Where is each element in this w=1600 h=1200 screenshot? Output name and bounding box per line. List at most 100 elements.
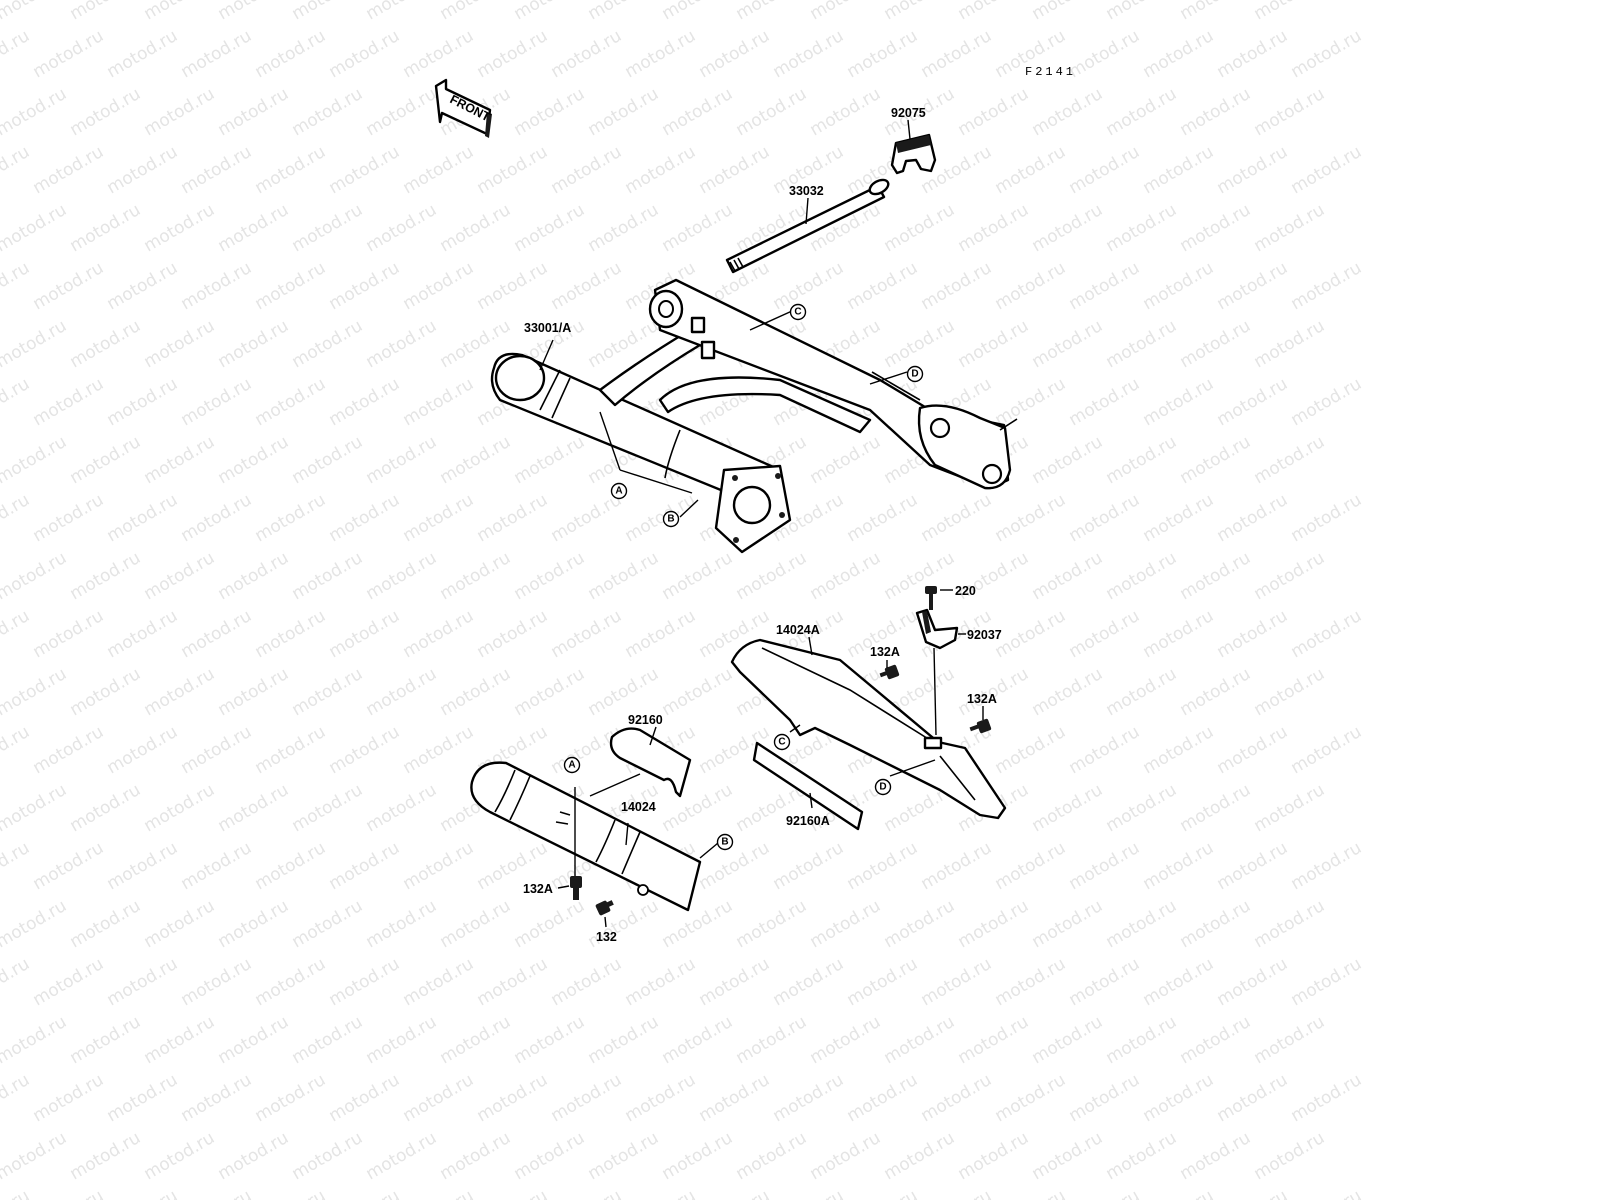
watermark: motod.ru <box>326 1070 404 1126</box>
watermark: motod.ru <box>733 896 811 952</box>
watermark: motod.ru <box>215 316 293 372</box>
label-14024: 14024 <box>621 800 656 814</box>
watermark: motod.ru <box>1288 838 1366 894</box>
watermark: motod.ru <box>289 0 367 24</box>
watermark: motod.ru <box>0 954 33 1010</box>
watermark: motod.ru <box>1066 1186 1144 1200</box>
watermark-layer: motod.rumotod.rumotod.rumotod.rumotod.ru… <box>0 0 1365 1200</box>
watermark: motod.ru <box>1288 258 1366 314</box>
watermark: motod.ru <box>104 1070 182 1126</box>
watermark: motod.ru <box>585 84 663 140</box>
watermark: motod.ru <box>215 780 293 836</box>
watermark: motod.ru <box>0 896 70 952</box>
watermark: motod.ru <box>1177 896 1255 952</box>
watermark: motod.ru <box>474 490 552 546</box>
watermark: motod.ru <box>30 258 108 314</box>
watermark: motod.ru <box>437 1128 515 1184</box>
watermark: motod.ru <box>215 664 293 720</box>
watermark: motod.ru <box>992 1070 1070 1126</box>
watermark: motod.ru <box>178 374 256 430</box>
svg-text:A: A <box>568 760 575 771</box>
watermark: motod.ru <box>474 954 552 1010</box>
watermark: motod.ru <box>1288 722 1366 778</box>
watermark: motod.ru <box>178 1070 256 1126</box>
watermark: motod.ru <box>511 896 589 952</box>
watermark: motod.ru <box>326 606 404 662</box>
watermark: motod.ru <box>1177 1128 1255 1184</box>
watermark: motod.ru <box>1288 374 1366 430</box>
watermark: motod.ru <box>659 1128 737 1184</box>
watermark: motod.ru <box>30 26 108 82</box>
watermark: motod.ru <box>511 1012 589 1068</box>
watermark: motod.ru <box>881 896 959 952</box>
watermark: motod.ru <box>1140 1186 1218 1200</box>
watermark: motod.ru <box>733 1012 811 1068</box>
label-132A-top: 132A <box>870 645 900 659</box>
watermark: motod.ru <box>548 258 626 314</box>
watermark: motod.ru <box>363 664 441 720</box>
watermark: motod.ru <box>1177 0 1255 24</box>
figure-code: F2141 <box>1025 65 1076 79</box>
watermark: motod.ru <box>511 1128 589 1184</box>
watermark: motod.ru <box>1177 780 1255 836</box>
watermark: motod.ru <box>252 26 330 82</box>
watermark: motod.ru <box>104 142 182 198</box>
watermark: motod.ru <box>511 664 589 720</box>
watermark: motod.ru <box>1214 838 1292 894</box>
label-132A-bottom: 132A <box>523 882 553 896</box>
watermark: motod.ru <box>696 26 774 82</box>
watermark: motod.ru <box>326 838 404 894</box>
watermark: motod.ru <box>881 316 959 372</box>
watermark: motod.ru <box>400 606 478 662</box>
watermark: motod.ru <box>104 954 182 1010</box>
watermark: motod.ru <box>178 722 256 778</box>
watermark: motod.ru <box>992 722 1070 778</box>
watermark: motod.ru <box>696 1070 774 1126</box>
watermark: motod.ru <box>992 606 1070 662</box>
watermark: motod.ru <box>585 664 663 720</box>
watermark: motod.ru <box>437 664 515 720</box>
watermark: motod.ru <box>363 432 441 488</box>
watermark: motod.ru <box>474 1186 552 1200</box>
watermark: motod.ru <box>1103 316 1181 372</box>
watermark: motod.ru <box>0 84 70 140</box>
watermark: motod.ru <box>1103 432 1181 488</box>
watermark: motod.ru <box>844 838 922 894</box>
watermark: motod.ru <box>67 896 145 952</box>
label-132: 132 <box>596 930 617 944</box>
watermark: motod.ru <box>289 432 367 488</box>
watermark: motod.ru <box>1288 954 1366 1010</box>
watermark: motod.ru <box>1140 258 1218 314</box>
watermark: motod.ru <box>1214 1070 1292 1126</box>
watermark: motod.ru <box>1214 954 1292 1010</box>
watermark: motod.ru <box>844 490 922 546</box>
watermark: motod.ru <box>141 84 219 140</box>
watermark: motod.ru <box>178 606 256 662</box>
watermark: motod.ru <box>67 84 145 140</box>
watermark: motod.ru <box>67 432 145 488</box>
watermark: motod.ru <box>0 1186 33 1200</box>
watermark: motod.ru <box>1103 780 1181 836</box>
watermark: motod.ru <box>918 954 996 1010</box>
callout-A-lower: A <box>563 756 581 774</box>
watermark: motod.ru <box>548 954 626 1010</box>
watermark: motod.ru <box>289 316 367 372</box>
watermark: motod.ru <box>1103 0 1181 24</box>
watermark: motod.ru <box>67 664 145 720</box>
watermark: motod.ru <box>437 432 515 488</box>
watermark: motod.ru <box>992 1186 1070 1200</box>
watermark: motod.ru <box>0 26 33 82</box>
callout-B-lower: B <box>716 833 734 851</box>
watermark: motod.ru <box>955 0 1033 24</box>
watermark: motod.ru <box>215 1128 293 1184</box>
watermark: motod.ru <box>326 722 404 778</box>
watermark: motod.ru <box>1029 664 1107 720</box>
watermark: motod.ru <box>0 316 70 372</box>
callout-D-lower: D <box>874 778 892 796</box>
watermark: motod.ru <box>141 664 219 720</box>
watermark: motod.ru <box>400 374 478 430</box>
watermark: motod.ru <box>1251 0 1329 24</box>
watermark: motod.ru <box>807 84 885 140</box>
watermark: motod.ru <box>844 954 922 1010</box>
watermark: motod.ru <box>1066 26 1144 82</box>
